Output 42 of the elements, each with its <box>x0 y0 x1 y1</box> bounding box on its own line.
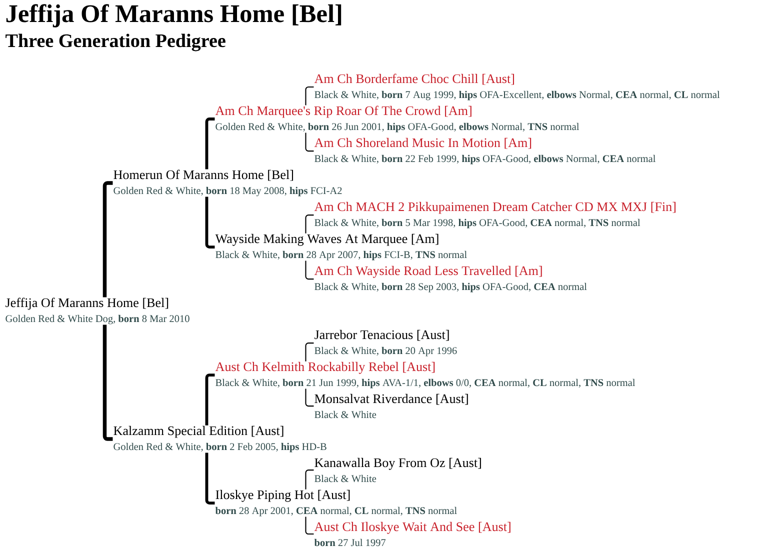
dog-name: Homerun Of Maranns Home [Bel] <box>114 170 294 181</box>
dog-details: Golden Red & White, born 2 Feb 2005, hips HD-B <box>114 442 326 452</box>
dog-details: Black & White, born 20 Apr 1996 <box>314 346 457 356</box>
dog-name: Kalzamm Special Edition [Aust] <box>114 426 284 438</box>
dog-name: Am Ch Marquee's Rip Roar Of The Crowd [Am] <box>215 106 472 118</box>
dog-name: Iloskye Piping Hot [Aust] <box>216 490 350 502</box>
dog-details: Golden Red & White Dog, born 8 Mar 2010 <box>6 314 190 324</box>
dog-details: Black & White, born 28 Apr 2007, hips FCI-B, TNS normal <box>216 250 467 260</box>
dog-name: Jarrebor Tenacious [Aust] <box>314 330 449 341</box>
dog-details: born 28 Apr 2001, CEA normal, CL normal, TNS normal <box>215 506 457 516</box>
dog-name: Jeffija Of Maranns Home [Bel] <box>6 298 168 310</box>
subtitle: Three Generation Pedigree <box>6 34 226 52</box>
bracket-line <box>305 260 314 280</box>
dog-details: Black & White <box>314 474 376 482</box>
bracket-line <box>102 324 113 441</box>
title: Jeffija Of Maranns Home [Bel] <box>6 4 342 28</box>
dog-name: Kanawalla Boy From Oz [Aust] <box>314 458 481 470</box>
dog-details: Golden Red & White, born 26 Jun 2001, hips OFA-Good, elbows Normal, TNS normal <box>216 122 580 132</box>
dog-name: Aust Ch Kelmith Rockabilly Rebel [Aust] <box>215 362 435 374</box>
bracket-line <box>305 132 314 152</box>
bracket-line <box>305 342 314 362</box>
dog-details: Black & White, born 22 Feb 1999, hips OFA-Good, elbows Normal, CEA normal <box>314 154 656 164</box>
dog-details: born 27 Jul 1997 <box>314 538 386 546</box>
dog-details: Black & White, born 28 Sep 2003, hips OFA-Good, CEA normal <box>314 282 587 292</box>
dog-details: Black & White, born 21 Jun 1999, hips AVA-1/1, elbows 0/0, CEA normal, CL normal, TNS normal <box>216 378 636 388</box>
dog-name: Am Ch Shoreland Music In Motion [Am] <box>314 138 532 149</box>
dog-name: Am Ch MACH 2 Pikkupaimenen Dream Catcher CD MX MXJ [Fin] <box>314 202 676 214</box>
bracket-line <box>305 516 314 535</box>
dog-name: Am Ch Wayside Road Less Travelled [Am] <box>314 266 542 278</box>
dog-details: Black & White, born 7 Aug 1999, hips OFA-Excellent, elbows Normal, CEA normal, CL normal <box>314 90 720 100</box>
dog-name: Monsalvat Riverdance [Aust] <box>314 394 468 405</box>
bracket-line <box>305 86 314 106</box>
dog-details: Black & White, born 5 Mar 1998, hips OFA-Good, CEA normal, TNS normal <box>314 218 640 228</box>
bracket-line <box>102 181 113 298</box>
dog-name: Am Ch Borderfame Choc Chill [Aust] <box>314 74 514 85</box>
dog-details: Golden Red & White, born 18 May 2008, hips FCI-A2 <box>114 186 342 196</box>
dog-name: Aust Ch Iloskye Wait And See [Aust] <box>314 522 510 534</box>
bracket-line <box>305 388 314 407</box>
dog-details: Black & White <box>314 410 376 418</box>
bracket-line <box>305 470 314 490</box>
dog-name: Wayside Making Waves At Marquee [Am] <box>215 234 438 246</box>
bracket-line <box>305 214 314 234</box>
